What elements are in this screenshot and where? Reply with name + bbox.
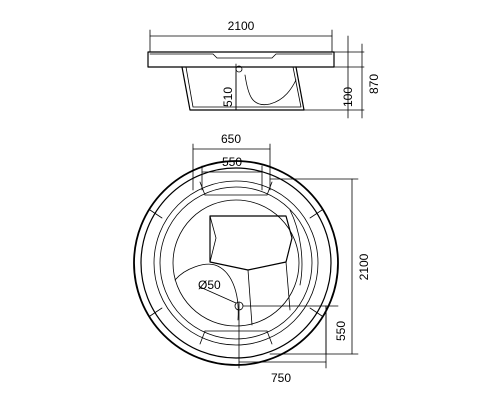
drain-leader: [199, 286, 237, 304]
side-view: 2100 510 100 870: [147, 19, 381, 119]
top-view-seat: [209, 215, 293, 271]
dim-label-drain-offset-x: 750: [271, 371, 291, 385]
dim-label-seat-inner: 550: [222, 155, 242, 169]
side-view-rim-top-line: [149, 53, 333, 59]
dim-label-overall-width: 2100: [228, 19, 255, 33]
top-view-ledge: [153, 180, 319, 346]
dim-label-overall-diameter: 2100: [357, 253, 371, 280]
side-view-seat-curve: [244, 74, 297, 106]
top-view-foot-area: [174, 263, 239, 321]
top-view: Ø50 650 550 2100 550 750: [133, 132, 371, 385]
top-view-outer-rim: [133, 160, 339, 366]
dim-label-rim-thickness: 100: [341, 87, 355, 107]
dim-label-overall-height: 870: [367, 74, 381, 94]
top-view-rim-inner: [140, 167, 332, 359]
dim-label-drain-offset-y: 550: [334, 321, 348, 341]
dim-label-depth: 510: [221, 87, 235, 107]
side-view-basin-inner: [185, 66, 302, 108]
dim-label-seat-outer: 650: [221, 132, 241, 146]
dim-label-drain-diameter: Ø50: [198, 278, 221, 292]
top-view-ledge-inner: [159, 186, 313, 340]
top-view-basin: [172, 199, 300, 327]
side-view-basin: [181, 66, 305, 111]
